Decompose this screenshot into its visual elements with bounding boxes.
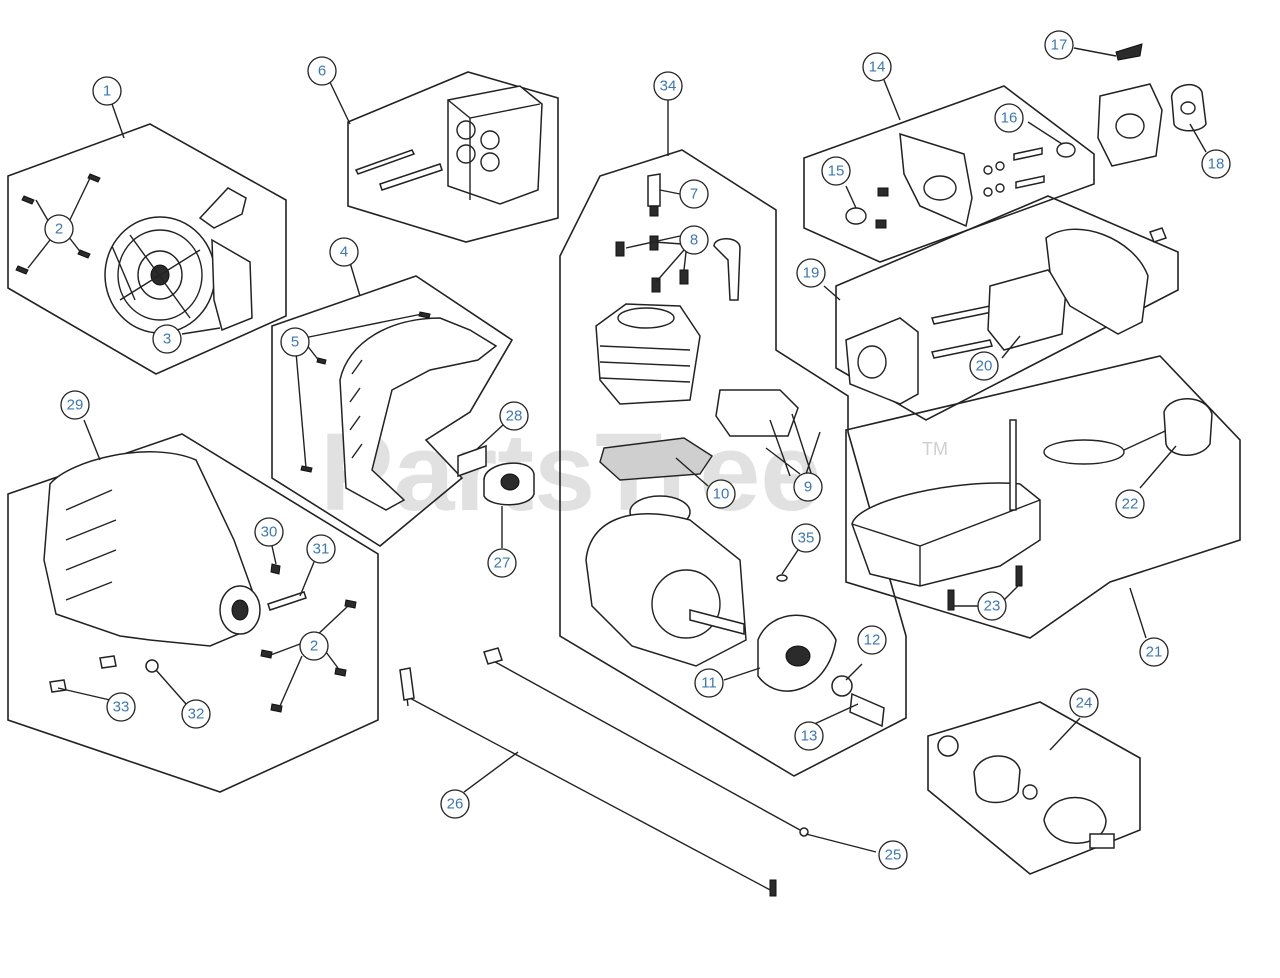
callout-9[interactable]: 9 bbox=[793, 472, 823, 502]
svg-text:27: 27 bbox=[494, 555, 511, 572]
callout-2-starter[interactable]: 2 bbox=[44, 214, 74, 244]
callout-1[interactable]: 1 bbox=[92, 76, 122, 106]
cylinder-cover-part-27-28 bbox=[457, 444, 535, 506]
air-filter-assembly bbox=[845, 227, 1167, 405]
svg-text:24: 24 bbox=[1076, 695, 1093, 712]
starter-assembly bbox=[104, 187, 253, 334]
fuel-tank-assembly bbox=[851, 398, 1213, 611]
callout-24[interactable]: 24 bbox=[1069, 688, 1099, 718]
svg-text:30: 30 bbox=[261, 524, 278, 541]
svg-text:12: 12 bbox=[864, 632, 881, 649]
svg-text:10: 10 bbox=[713, 486, 730, 503]
muffler-assembly bbox=[354, 85, 543, 205]
svg-text:34: 34 bbox=[660, 78, 677, 95]
callout-32[interactable]: 32 bbox=[181, 699, 211, 729]
svg-text:8: 8 bbox=[690, 232, 698, 249]
callout-7[interactable]: 7 bbox=[679, 179, 709, 209]
callout-11[interactable]: 11 bbox=[694, 668, 724, 698]
group-outline-shroud bbox=[271, 275, 514, 547]
svg-text:28: 28 bbox=[506, 408, 523, 425]
svg-text:35: 35 bbox=[798, 530, 815, 547]
callout-30[interactable]: 30 bbox=[254, 517, 284, 547]
svg-text:32: 32 bbox=[188, 706, 205, 723]
callout-8[interactable]: 8 bbox=[679, 225, 709, 255]
group-outline-housing bbox=[7, 433, 379, 793]
callout-33[interactable]: 33 bbox=[106, 692, 136, 722]
callout-2-housing[interactable]: 2 bbox=[299, 631, 329, 661]
watermark-trademark: TM bbox=[922, 439, 948, 459]
svg-text:18: 18 bbox=[1208, 156, 1225, 173]
svg-text:33: 33 bbox=[113, 699, 130, 716]
group-outline-starter bbox=[7, 123, 287, 375]
callout-25[interactable]: 25 bbox=[878, 840, 908, 870]
svg-text:29: 29 bbox=[67, 397, 84, 414]
group-outline-clutch bbox=[927, 701, 1141, 875]
engine-housing-assembly bbox=[43, 451, 357, 713]
callout-3[interactable]: 3 bbox=[152, 324, 182, 354]
clutch-assembly bbox=[937, 735, 1115, 849]
callout-4[interactable]: 4 bbox=[329, 237, 359, 267]
throttle-cables bbox=[399, 647, 809, 897]
callout-31[interactable]: 31 bbox=[306, 534, 336, 564]
svg-text:4: 4 bbox=[340, 244, 348, 261]
engine-assembly bbox=[585, 173, 885, 728]
svg-text:2: 2 bbox=[55, 221, 63, 238]
callout-5[interactable]: 5 bbox=[280, 327, 310, 357]
callout-27[interactable]: 27 bbox=[487, 548, 517, 578]
svg-text:20: 20 bbox=[976, 358, 993, 375]
callout-12[interactable]: 12 bbox=[857, 625, 887, 655]
group-outline-fuel-tank bbox=[845, 355, 1241, 639]
svg-text:14: 14 bbox=[869, 59, 886, 76]
carb-adapter-assembly bbox=[845, 132, 1076, 229]
svg-text:13: 13 bbox=[801, 728, 818, 745]
svg-text:22: 22 bbox=[1122, 496, 1139, 513]
group-outline-carb-adapter bbox=[803, 85, 1095, 263]
callout-18[interactable]: 18 bbox=[1201, 149, 1231, 179]
carburetor-assembly bbox=[1097, 43, 1207, 167]
svg-text:15: 15 bbox=[828, 163, 845, 180]
callout-35[interactable]: 35 bbox=[791, 523, 821, 553]
svg-text:23: 23 bbox=[984, 598, 1001, 615]
callout-15[interactable]: 15 bbox=[821, 156, 851, 186]
svg-text:26: 26 bbox=[447, 796, 464, 813]
svg-text:6: 6 bbox=[318, 63, 326, 80]
svg-text:5: 5 bbox=[291, 334, 299, 351]
callout-23[interactable]: 23 bbox=[977, 591, 1007, 621]
callout-28[interactable]: 28 bbox=[499, 401, 529, 431]
callout-19[interactable]: 19 bbox=[796, 258, 826, 288]
svg-text:31: 31 bbox=[313, 541, 330, 558]
svg-text:17: 17 bbox=[1051, 37, 1068, 54]
callout-34[interactable]: 34 bbox=[653, 71, 683, 101]
svg-text:25: 25 bbox=[885, 847, 902, 864]
svg-text:9: 9 bbox=[804, 479, 812, 496]
screw-set-2-upper bbox=[15, 173, 101, 275]
callout-6[interactable]: 6 bbox=[307, 56, 337, 86]
callout-21[interactable]: 21 bbox=[1139, 637, 1169, 667]
callout-22[interactable]: 22 bbox=[1115, 489, 1145, 519]
svg-text:19: 19 bbox=[803, 265, 820, 282]
svg-text:21: 21 bbox=[1146, 644, 1163, 661]
svg-text:2: 2 bbox=[310, 638, 318, 655]
callout-29[interactable]: 29 bbox=[60, 390, 90, 420]
group-outline-air-filter bbox=[835, 195, 1179, 421]
callout-20[interactable]: 20 bbox=[969, 351, 999, 381]
callout-17[interactable]: 17 bbox=[1044, 30, 1074, 60]
callout-16[interactable]: 16 bbox=[994, 103, 1024, 133]
callout-14[interactable]: 14 bbox=[862, 52, 892, 82]
callout-26[interactable]: 26 bbox=[440, 789, 470, 819]
callout-13[interactable]: 13 bbox=[794, 721, 824, 751]
svg-text:11: 11 bbox=[701, 675, 717, 692]
shroud-assembly bbox=[300, 311, 498, 511]
svg-text:3: 3 bbox=[163, 331, 171, 348]
svg-text:7: 7 bbox=[690, 186, 698, 203]
svg-text:16: 16 bbox=[1001, 110, 1018, 127]
svg-text:1: 1 bbox=[103, 83, 111, 100]
callout-10[interactable]: 10 bbox=[706, 479, 736, 509]
group-outline-muffler bbox=[347, 71, 559, 243]
